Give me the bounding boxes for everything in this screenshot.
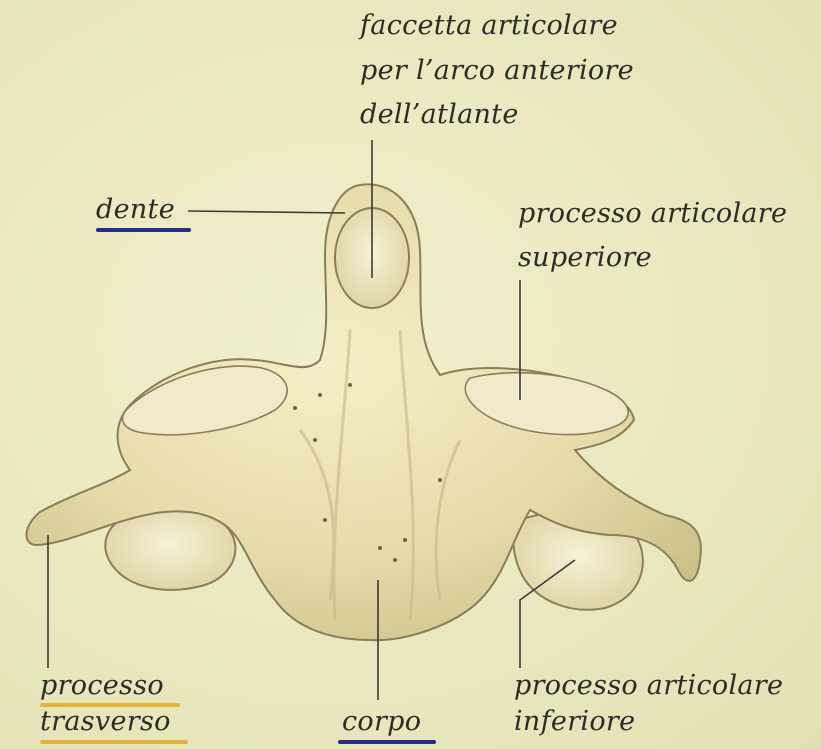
- label-inferiore-line-1: processo articolare: [514, 672, 783, 699]
- label-inferiore-line-2: inferiore: [514, 708, 635, 735]
- label-faccetta-line-2: per l’arco anteriore: [360, 57, 634, 84]
- label-dente: dente: [96, 196, 175, 223]
- leader-dente: [188, 211, 345, 213]
- label-faccetta-line-1: faccetta articolare: [360, 12, 618, 39]
- label-superiore-line-1: processo articolare: [518, 200, 787, 227]
- label-superiore-line-2: superiore: [518, 244, 652, 271]
- label-faccetta-line-3: dell’atlante: [360, 101, 519, 128]
- label-trasverso-line-2: trasverso: [40, 708, 171, 735]
- label-trasverso-line-1: processo: [40, 672, 164, 699]
- underline-dente: [96, 228, 191, 232]
- underline-corpo: [338, 740, 436, 744]
- label-corpo: corpo: [342, 708, 421, 735]
- underline-trasverso-2: [40, 740, 188, 744]
